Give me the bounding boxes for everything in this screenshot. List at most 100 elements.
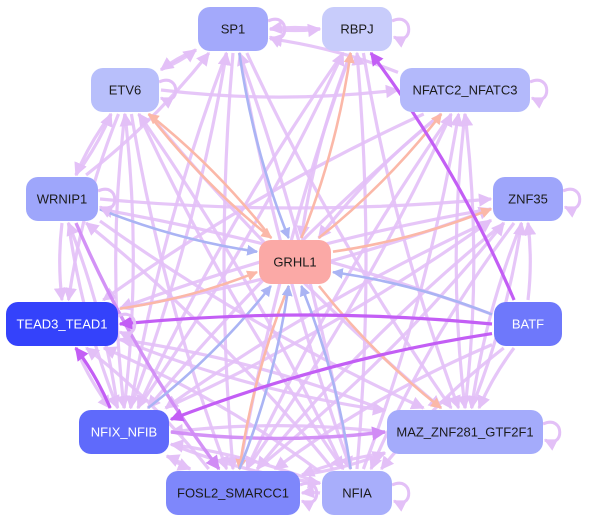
node-grhl1[interactable]: GRHL1 <box>259 240 331 284</box>
node-box <box>494 302 562 346</box>
edge-fosl2_smarcc1-to-grhl1 <box>238 284 293 470</box>
edge-nfia-to-wrnip1 <box>85 221 335 471</box>
edge-nfix_nfib-to-znf35 <box>164 218 493 410</box>
self-loop-znf35 <box>562 187 582 218</box>
node-box <box>198 7 268 51</box>
node-box <box>322 7 392 51</box>
edge-batf-to-grhl1 <box>331 268 493 316</box>
node-label: SP1 <box>221 22 246 37</box>
edge-nfatc2_nfatc3-to-sp1 <box>268 33 399 74</box>
edge-nfix_nfib-to-tead3_tead1 <box>74 346 112 409</box>
node-box <box>322 471 392 515</box>
edge-nfix_nfib-to-maz_znf281_gtf2f1 <box>170 426 387 441</box>
edge-wrnip1-to-tead3_tead1 <box>53 222 68 302</box>
node-label: ETV6 <box>109 83 142 98</box>
edge-sp1-to-maz_znf281_gtf2f1 <box>245 52 453 410</box>
edge-nfia-to-nfatc2_nfatc3 <box>361 112 464 470</box>
self-loop-fosl2_smarcc1 <box>299 481 319 512</box>
edge-batf-to-fosl2_smarcc1 <box>273 343 493 471</box>
edge-tead3_tead1-to-grhl1 <box>119 270 259 310</box>
edge-nfia-to-rbpj <box>351 51 368 470</box>
edge-fosl2_smarcc1-to-maz_znf281_gtf2f1 <box>301 451 387 477</box>
node-label: WRNIP1 <box>37 192 88 207</box>
node-box <box>493 177 563 221</box>
edge-rbpj-to-nfix_nfib <box>136 52 345 410</box>
edge-nfatc2_nfatc3-to-fosl2_smarcc1 <box>245 113 453 471</box>
edge-grhl1-to-nfatc2_nfatc3 <box>317 113 443 240</box>
node-wrnip1[interactable]: WRNIP1 <box>26 177 98 221</box>
edge-rbpj-to-sp1 <box>268 20 321 35</box>
node-sp1[interactable]: SP1 <box>198 7 268 51</box>
node-box <box>79 410 169 454</box>
node-fosl2-smarcc1[interactable]: FOSL2_SMARCC1 <box>166 471 300 515</box>
node-label: NFATC2_NFATC3 <box>413 83 518 98</box>
edge-nfia-to-nfix_nfib <box>169 439 321 485</box>
node-box <box>91 68 159 112</box>
edge-etv6-to-sp1 <box>160 48 198 72</box>
edge-nfia-to-fosl2_smarcc1 <box>300 484 321 499</box>
node-etv6[interactable]: ETV6 <box>91 68 159 112</box>
edge-batf-to-rbpj <box>369 51 516 301</box>
node-rbpj[interactable]: RBPJ <box>322 7 392 51</box>
self-loop-tead3_tead1 <box>117 312 137 343</box>
self-loop-sp1 <box>267 17 287 48</box>
edge-batf-to-nfix_nfib <box>169 332 493 422</box>
node-nfatc2-nfatc3[interactable]: NFATC2_NFATC3 <box>400 68 530 112</box>
self-loop-etv6 <box>158 78 178 109</box>
node-box <box>259 240 331 284</box>
self-loop-nfia <box>391 481 411 512</box>
edge-znf35-to-nfix_nfib <box>164 218 492 410</box>
node-box <box>400 68 530 112</box>
node-label: TEAD3_TEAD1 <box>16 317 107 332</box>
edge-batf-to-maz_znf281_gtf2f1 <box>477 347 516 410</box>
edge-batf-to-tead3_tead1 <box>118 313 493 330</box>
edge-maz_znf281_gtf2f1-to-nfix_nfib <box>169 423 386 438</box>
self-loop-wrnip1 <box>97 187 117 218</box>
node-label: BATF <box>512 317 544 332</box>
node-label: MAZ_ZNF281_GTF2F1 <box>396 425 533 440</box>
edge-wrnip1-to-grhl1 <box>99 208 259 256</box>
node-box <box>26 177 98 221</box>
edge-nfia-to-etv6 <box>137 112 345 470</box>
edge-grhl1-to-etv6 <box>147 112 273 239</box>
edge-fosl2_smarcc1-to-nfix_nfib <box>165 454 192 471</box>
node-box <box>166 471 300 515</box>
edge-etv6-to-nfatc2_nfatc3 <box>160 84 400 99</box>
node-maz-znf281-gtf2f1[interactable]: MAZ_ZNF281_GTF2F1 <box>387 410 543 454</box>
node-label: NFIA <box>342 486 372 501</box>
edge-grhl1-to-maz_znf281_gtf2f1 <box>317 285 442 410</box>
self-loop-nfatc2_nfatc3 <box>529 78 549 109</box>
edge-nfia-to-grhl1 <box>299 284 352 470</box>
edge-tead3_tead1-to-maz_znf281_gtf2f1 <box>119 338 387 416</box>
self-loop-layer <box>97 17 582 512</box>
edge-nfix_nfib-to-grhl1 <box>147 285 272 410</box>
node-box <box>6 302 118 346</box>
node-label: ZNF35 <box>508 192 548 207</box>
edge-sp1-to-grhl1 <box>238 52 291 240</box>
node-tead3-tead1[interactable]: TEAD3_TEAD1 <box>6 302 118 346</box>
edge-etv6-to-grhl1 <box>147 113 273 240</box>
edge-wrnip1-to-maz_znf281_gtf2f1 <box>99 219 425 410</box>
node-nfia[interactable]: NFIA <box>322 471 392 515</box>
edge-maz_znf281_gtf2f1-to-tead3_tead1 <box>118 334 386 413</box>
node-box <box>387 410 543 454</box>
edge-grhl1-to-rbpj <box>300 51 355 239</box>
self-loop-maz_znf281_gtf2f1 <box>542 420 562 451</box>
node-label: RBPJ <box>340 22 373 37</box>
node-nfix-nfib[interactable]: NFIX_NFIB <box>79 410 169 454</box>
edge-fosl2_smarcc1-to-nfatc2_nfatc3 <box>245 112 453 470</box>
edge-layer <box>53 20 537 499</box>
edge-wrnip1-to-etv6 <box>74 112 113 176</box>
edge-etv6-to-nfix_nfib <box>114 113 130 410</box>
node-label: GRHL1 <box>273 255 316 270</box>
node-znf35[interactable]: ZNF35 <box>493 177 563 221</box>
edge-batf-to-znf35 <box>522 221 537 301</box>
self-loop-rbpj <box>391 17 411 48</box>
edge-wrnip1-to-znf35 <box>99 193 493 210</box>
edge-sp1-to-nfix_nfib <box>125 52 228 410</box>
node-batf[interactable]: BATF <box>494 302 562 346</box>
edge-nfix_nfib-to-rbpj <box>136 51 345 409</box>
